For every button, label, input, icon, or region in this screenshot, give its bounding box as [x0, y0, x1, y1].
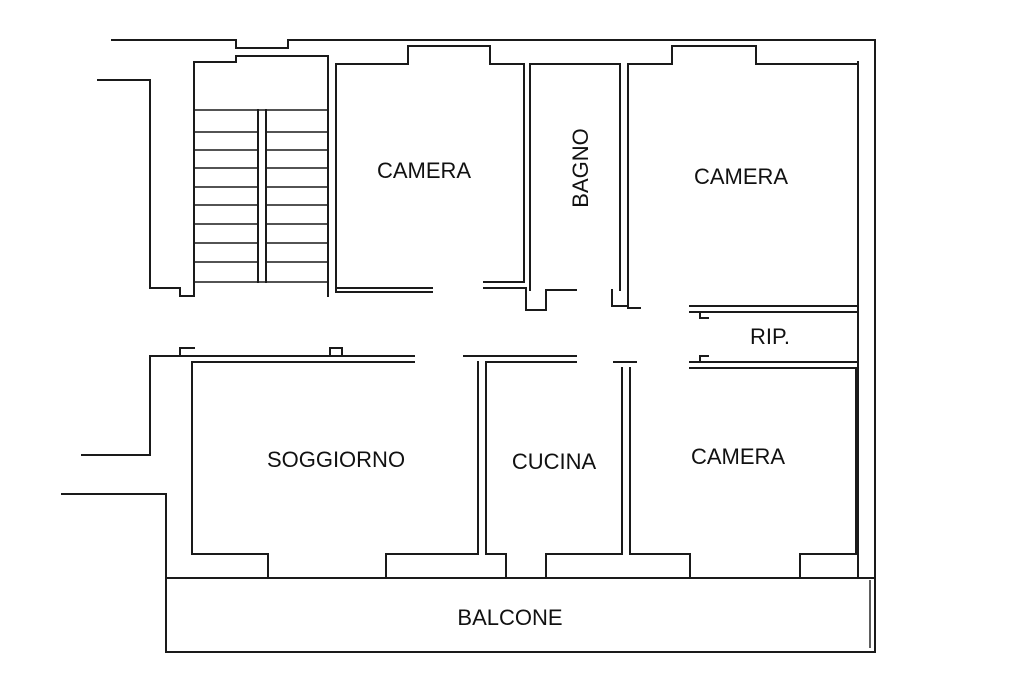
- label-camera-3: CAMERA: [691, 444, 785, 469]
- label-camera-1: CAMERA: [377, 158, 471, 183]
- lower-room-walls: [179, 347, 857, 579]
- label-cucina: CUCINA: [512, 449, 597, 474]
- label-bagno: BAGNO: [568, 128, 593, 207]
- label-balcone: BALCONE: [457, 605, 562, 630]
- upper-room-walls: [335, 45, 857, 369]
- staircase: [193, 55, 329, 297]
- label-soggiorno: SOGGIORNO: [267, 447, 405, 472]
- label-camera-2: CAMERA: [694, 164, 788, 189]
- label-ripostiglio: RIP.: [750, 324, 790, 349]
- outer-walls: [61, 39, 876, 653]
